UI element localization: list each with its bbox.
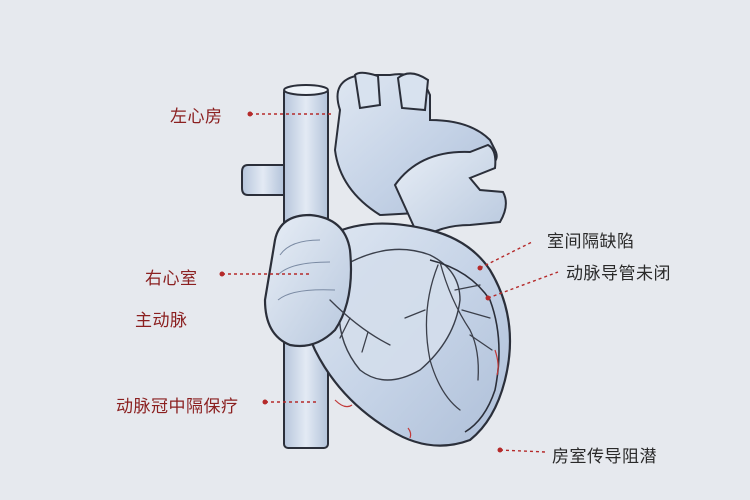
- label-right-ventricle: 右心室: [145, 269, 198, 289]
- leader-dots: [219, 111, 503, 453]
- leader-lines: [222, 113, 559, 453]
- label-vsd: 室间隔缺陷: [547, 232, 635, 252]
- red-accents: [334, 349, 499, 439]
- label-av-block: 房室传导阻潜: [552, 447, 657, 467]
- left-branch-vessel: [241, 164, 285, 196]
- right-atrium: [263, 213, 353, 348]
- pulmonary-artery: [393, 143, 507, 242]
- ventricles: [307, 222, 512, 447]
- label-pda: 动脉导管未闭: [566, 264, 671, 284]
- label-aorta: 主动脉: [135, 311, 188, 331]
- coronary-vessels: [329, 261, 493, 411]
- label-left-atrium: 左心房: [170, 107, 223, 127]
- label-coronary: 动脉冠中隔保疗: [116, 397, 239, 417]
